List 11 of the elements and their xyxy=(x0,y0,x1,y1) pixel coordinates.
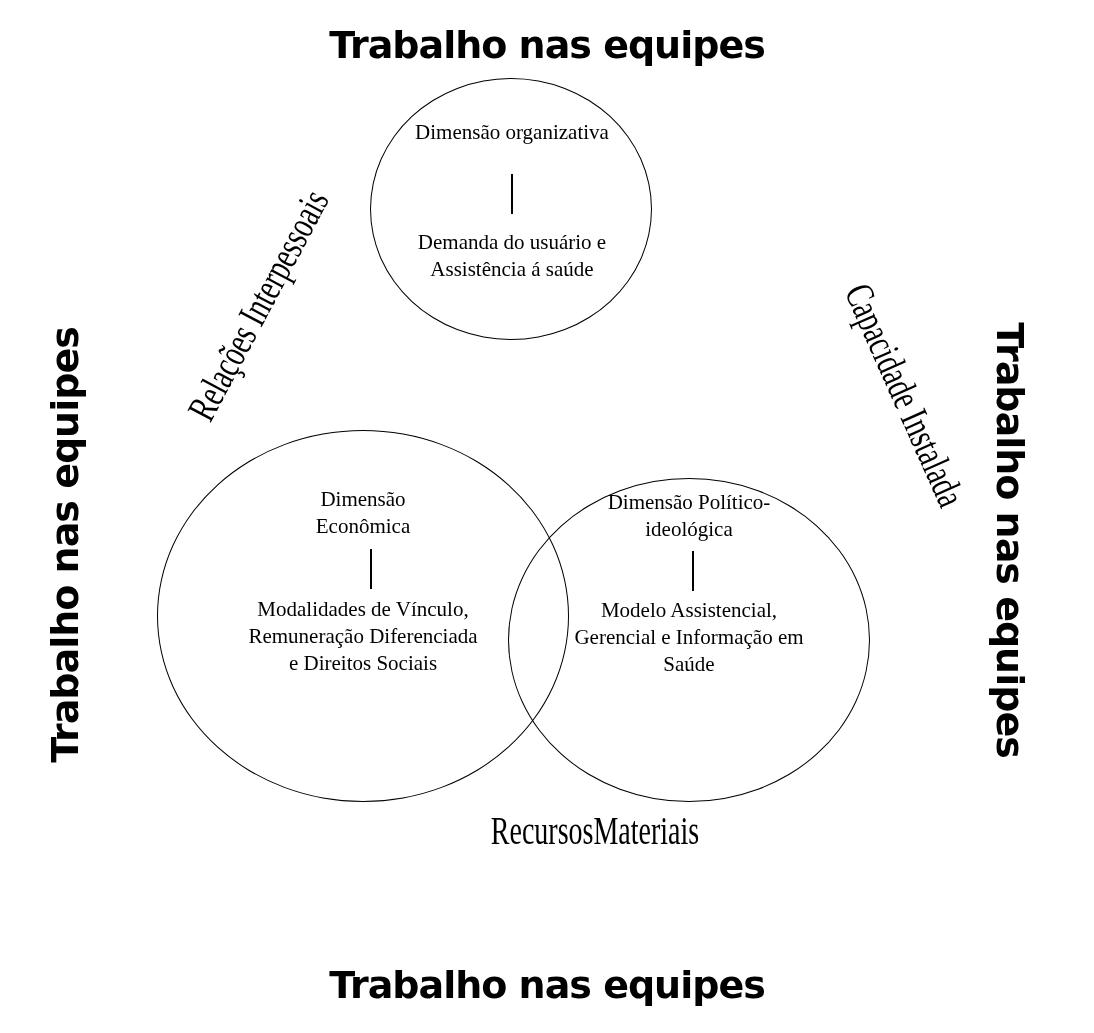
heading-text: Trabalho nas equipes xyxy=(329,963,765,1007)
heading-text: Trabalho nas equipes xyxy=(43,327,87,763)
heading-text: Trabalho nas equipes xyxy=(988,322,1032,758)
dimension-heading: Dimensão Político- ideológica xyxy=(606,489,772,543)
dimension-heading: Dimensão Econômica xyxy=(314,486,412,540)
dimension-description: Demanda do usuário e Assistência á saúde xyxy=(416,229,608,283)
dimension-description: Modalidades de Vínculo, Remuneração Diferenciada e Direitos Sociais xyxy=(247,596,479,677)
dimension-heading: Dimensão organizativa xyxy=(414,119,610,146)
side-label: RecursosMateriais xyxy=(490,806,700,854)
heading-text: Trabalho nas equipes xyxy=(329,23,765,67)
dimension-description: Modelo Assistencial, Gerencial e Informação em Saúde xyxy=(573,597,805,678)
